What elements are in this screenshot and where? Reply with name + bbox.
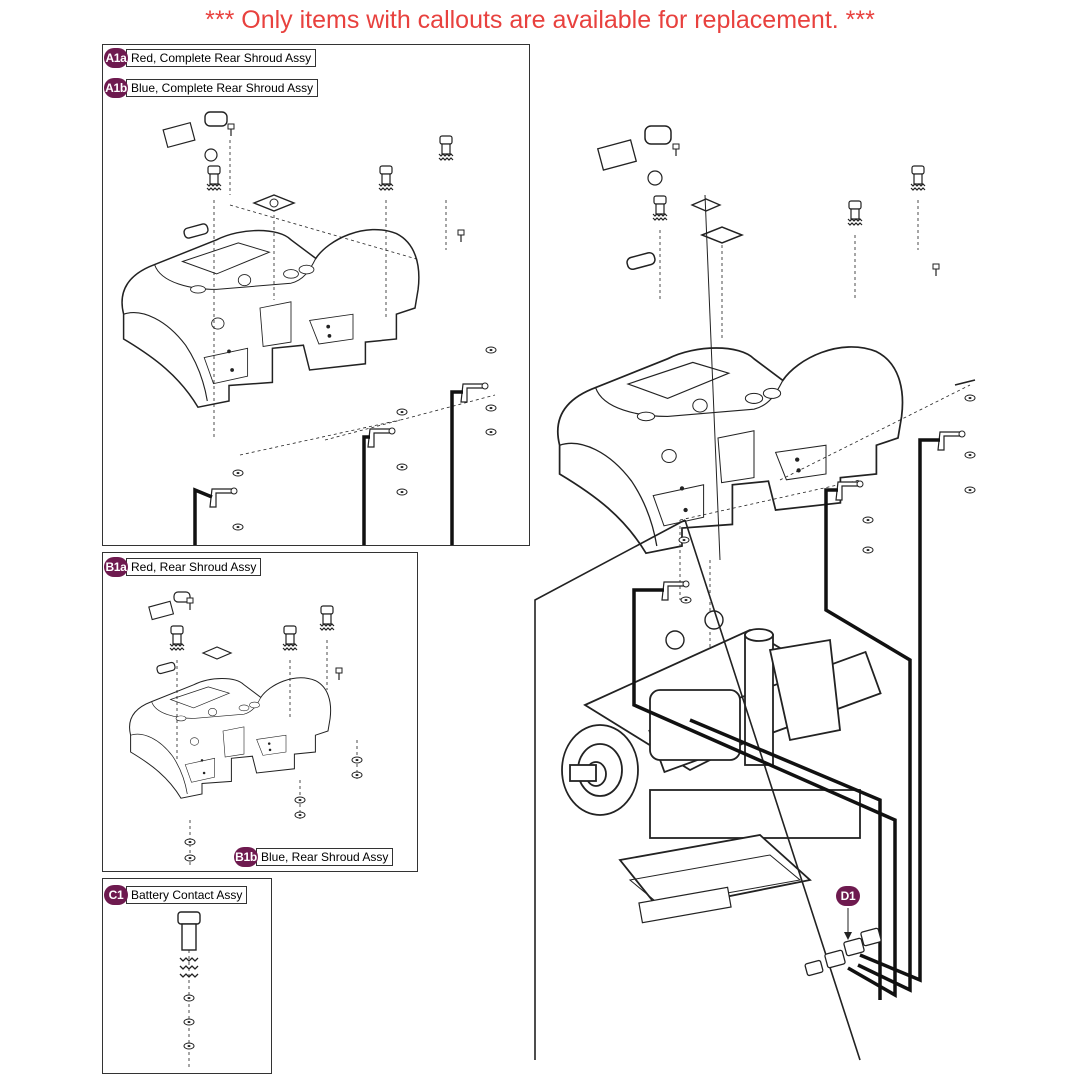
main-assembly-outline: [534, 379, 976, 1061]
callout-c1: C1 Battery Contact Assy: [104, 884, 248, 906]
label-b1b: Blue, Rear Shroud Assy: [256, 848, 394, 866]
a1-hardware: [162, 111, 496, 456]
callout-b1b: B1b Blue, Rear Shroud Assy: [234, 846, 394, 868]
badge-b1b: B1b: [234, 847, 258, 867]
c1-contact-drawing: [177, 911, 201, 1070]
badge-a1b: A1b: [104, 78, 128, 98]
badge-a1a: A1a: [104, 48, 128, 68]
connector-d1-drawing: [804, 908, 882, 977]
b1-shroud-drawing: [129, 677, 332, 799]
label-a1a: Red, Complete Rear Shroud Assy: [126, 49, 317, 67]
badge-c1: C1: [104, 885, 128, 905]
a1-cables: [193, 390, 463, 545]
label-c1: Battery Contact Assy: [126, 886, 248, 904]
badge-b1a: B1a: [104, 557, 128, 577]
label-a1b: Blue, Complete Rear Shroud Assy: [126, 79, 319, 97]
transaxle-drawing: [561, 610, 882, 924]
label-b1a: Red, Rear Shroud Assy: [126, 558, 262, 576]
callout-d1: D1: [836, 886, 860, 906]
callout-a1b: A1b Blue, Complete Rear Shroud Assy: [104, 77, 319, 99]
callout-b1a: B1a Red, Rear Shroud Assy: [104, 556, 262, 578]
replacement-notice: *** Only items with callouts are availab…: [205, 6, 875, 34]
main-hardware: [596, 125, 971, 760]
main-shroud-drawing: [556, 346, 904, 555]
panel-c1-battery-contact: [102, 878, 272, 1074]
badge-d1: D1: [836, 886, 860, 906]
a1-shroud-drawing: [121, 228, 420, 408]
callout-a1a: A1a Red, Complete Rear Shroud Assy: [104, 47, 317, 69]
